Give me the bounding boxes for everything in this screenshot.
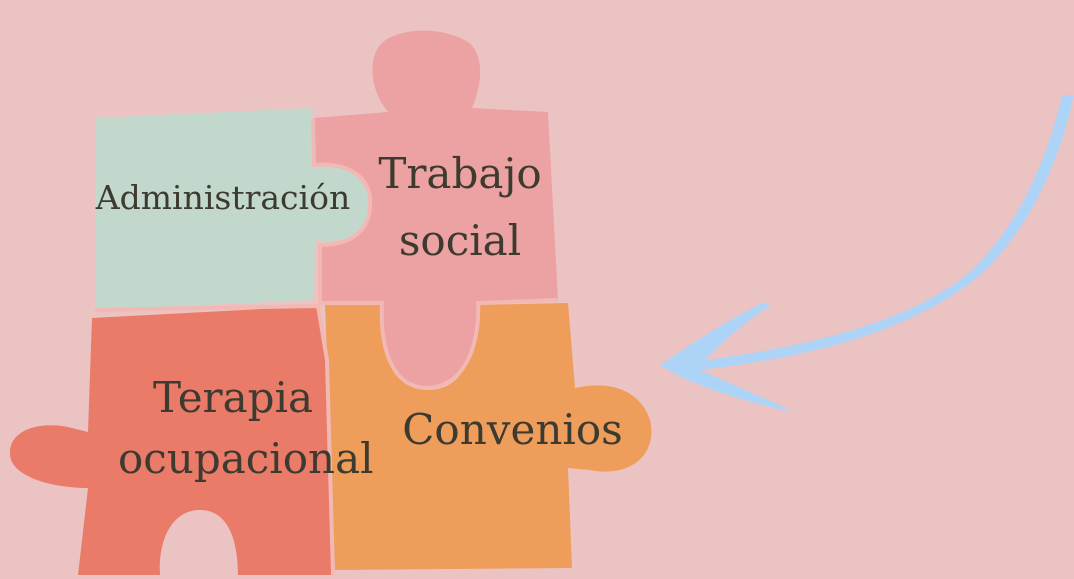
convenios-piece [325,303,652,570]
administracion-piece [95,108,371,310]
terapia-ocupacional-line-2: ocupacional [118,433,374,483]
curved-arrow-left-icon [660,95,1074,412]
terapia-ocupacional-piece [9,306,333,575]
piece-outline-vertical [94,303,335,576]
terapia-ocupacional-label: Terapia ocupacional [118,368,374,490]
trabajo-social-label: Trabajo social [360,140,560,274]
terapia-ocupacional-line-1: Terapia [152,373,314,422]
trabajo-social-line-2: social [398,216,522,266]
trabajo-social-line-1: Trabajo [378,149,542,198]
administracion-label: Administración [95,178,351,217]
trabajo-social-piece [313,30,558,388]
convenios-label: Convenios [402,405,623,454]
piece-outline [311,117,559,391]
